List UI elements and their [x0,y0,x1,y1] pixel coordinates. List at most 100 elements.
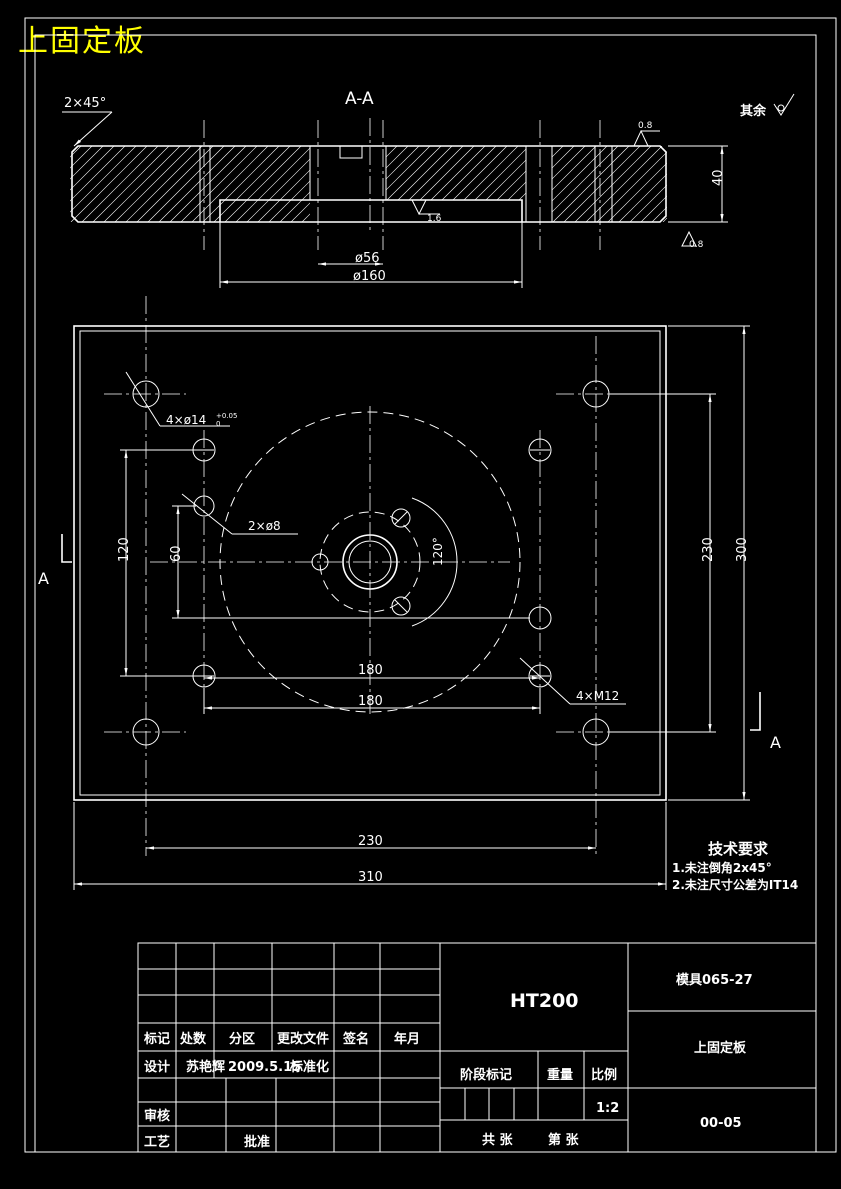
hatch-line [552,146,597,191]
hatch-line [147,146,225,222]
hatch-line [430,146,486,200]
hatch-line [552,146,553,147]
technical-requirements: 技术要求 1.未注倒角2x45° 2.未注尺寸公差为IT14 [672,840,798,892]
hatch-line [246,158,310,222]
tb-date: 2009.5.15 [228,1060,301,1075]
tb-stage-label: 阶段标记 [460,1067,512,1083]
hatch-line [552,146,586,180]
tb-code: 00-05 [700,1116,742,1131]
hatch-line [441,146,497,200]
drawing-title: 上固定板 [18,24,146,59]
hatch-line [397,146,453,200]
section-label: A-A [345,89,374,109]
hatch-line [257,169,310,222]
dim-d160: ø160 [353,269,386,284]
hatch-line [651,206,667,222]
hatch-line [268,180,310,222]
hatch-line [81,146,159,222]
hatch-line [224,146,302,222]
hatch-line [618,173,667,222]
hatch-line [70,146,126,202]
plan-view: 120° 4×ø14 +0.05 0 2×ø8 120 60 180 180 4… [38,296,781,890]
dim-holes-2x8: 2×ø8 [248,519,281,533]
tb-header-0: 标记 [143,1031,170,1047]
hatch-line [191,146,269,222]
section-marker-right: A [770,733,781,752]
hatch-line [180,146,258,222]
hatch-line [70,146,115,191]
tb-scale: 1:2 [596,1101,619,1116]
tb-weight-label: 重量 [547,1067,573,1083]
tb-review-label: 审核 [144,1108,170,1124]
hatch-line [279,191,310,222]
hatch-line [563,146,641,222]
hatch-line [386,146,442,200]
tb-sheets-total: 共 张 [482,1132,514,1148]
tb-process-label: 工艺 [144,1134,170,1150]
hatch-line [70,146,93,169]
dim-angle: 120° [431,537,445,566]
dim-h120: 120 [117,537,132,562]
dim-thickness: 40 [711,169,726,186]
tb-drawing-number: 模具065-27 [676,972,753,988]
hatch-line [70,146,148,222]
roughness-rest: 其余 [740,103,767,119]
hatch-line [552,146,575,169]
hatch-line [585,146,663,222]
hatch-line [518,192,526,200]
tech-req-title: 技术要求 [708,840,769,858]
hatch-line [136,146,214,222]
dim-w310: 310 [358,870,383,885]
hatch-line [474,148,526,200]
hatch-line [70,146,104,180]
tech-req-item-2: 2.未注尺寸公差为IT14 [672,877,798,892]
hatch-line [386,146,420,180]
hatch-line [552,146,608,202]
hatch-line [169,146,247,222]
tb-part-name: 上固定板 [694,1040,747,1056]
hatch-line [452,146,508,200]
tb-header-2: 分区 [229,1031,255,1047]
roughness-top: 0.8 [638,121,653,131]
hatch-line [408,146,464,200]
hatch-line [574,146,652,222]
tech-req-item-1: 1.未注倒角2x45° [672,860,772,875]
hatch-line [386,146,398,158]
tb-header-4: 签名 [342,1031,369,1047]
tb-approve-label: 批准 [244,1134,270,1150]
roughness-bottom: 0.8 [689,240,704,250]
hatch-line [386,146,409,169]
hatch-line [103,146,181,222]
hatch-line [662,217,667,222]
hatch-line [114,146,192,222]
hatch-line [235,147,310,222]
tb-scale-label: 比例 [591,1067,617,1083]
hatch-line [507,181,526,200]
section-view: A-A 2×45° [62,89,795,288]
dim-holes-4x14: 4×ø14 [166,413,206,427]
chamfer-note: 2×45° [64,96,106,111]
hatch-line [596,151,667,222]
dim-threads: 4×M12 [576,689,619,703]
hatch-line [290,202,310,222]
hatch-line [70,146,82,158]
hatch-line [463,146,519,200]
hatch-line [213,146,291,222]
dim-d56: ø56 [355,251,380,266]
hatch-line [552,146,619,213]
hatch-line [552,146,630,222]
tb-sheet-no: 第 张 [548,1132,580,1148]
section-marker-left: A [38,569,49,588]
tb-designer: 苏艳辉 [186,1059,225,1075]
hatch-line [125,146,203,222]
dim-w230: 230 [358,834,383,849]
hatch-line [92,146,170,222]
tb-material: HT200 [510,990,579,1012]
hatch-line [419,146,475,200]
tb-standard-label: 标准化 [289,1059,329,1075]
hatch-line [202,146,280,222]
hatch-line [496,170,526,200]
dim-v300: 300 [735,537,750,562]
hatch-line [158,146,236,222]
